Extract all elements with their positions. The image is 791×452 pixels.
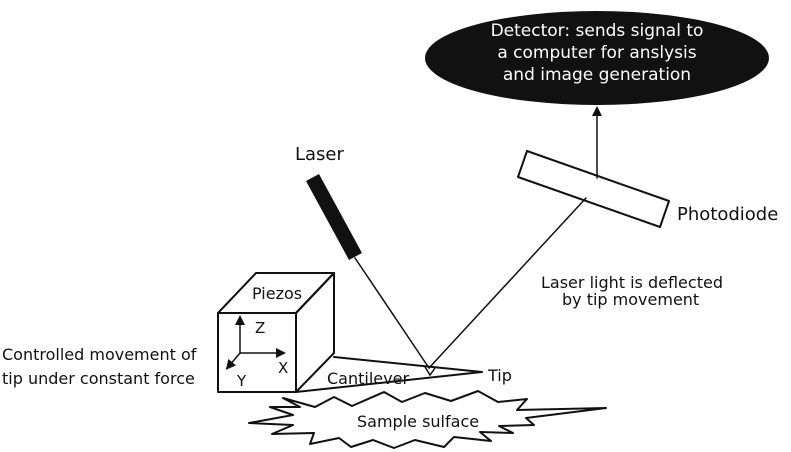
- detector-text-line3: and image generation: [503, 65, 691, 85]
- cantilever-label: Cantilever: [327, 369, 409, 388]
- tip-label: Tip: [487, 366, 512, 385]
- photodiode-label: Photodiode: [677, 204, 778, 225]
- photodiode-rect: [517, 150, 670, 228]
- laser-body: [306, 174, 362, 260]
- cantilever-tip: [424, 366, 436, 377]
- control-label-line1: Controlled movement of: [2, 345, 197, 364]
- sample-label: Sample sulface: [357, 412, 479, 431]
- laser-label: Laser: [295, 144, 345, 165]
- piezo-cube: Piezos Z X Y: [217, 272, 335, 393]
- detector-ellipse: [425, 11, 769, 105]
- sample-surface: Sample sulface: [248, 390, 607, 449]
- photodiode: Photodiode: [517, 150, 778, 228]
- laser: Laser: [295, 144, 362, 260]
- detector-text-line2: a computer for anslysis: [497, 43, 696, 63]
- piezos-label: Piezos: [252, 284, 302, 303]
- incident-beam: [354, 257, 430, 369]
- axis-x-label: X: [278, 359, 288, 377]
- axis-z-label: Z: [255, 319, 265, 337]
- control-label-line2: tip under constant force: [2, 369, 195, 388]
- deflection-label-line1: Laser light is deflected: [541, 273, 723, 292]
- detector: Detector: sends signal to a computer for…: [425, 11, 769, 105]
- cube-front-face: [217, 312, 297, 393]
- deflection-label-line2: by tip movement: [562, 290, 699, 309]
- cantilever-outline: [295, 356, 483, 393]
- sample-starburst: [248, 390, 607, 449]
- detector-text-line1: Detector: sends signal to: [491, 21, 704, 41]
- reflected-beam: [428, 197, 587, 369]
- y-axis-arrow: [225, 352, 241, 370]
- axis-y-label: Y: [236, 372, 247, 390]
- cantilever: Cantilever Tip: [295, 356, 512, 393]
